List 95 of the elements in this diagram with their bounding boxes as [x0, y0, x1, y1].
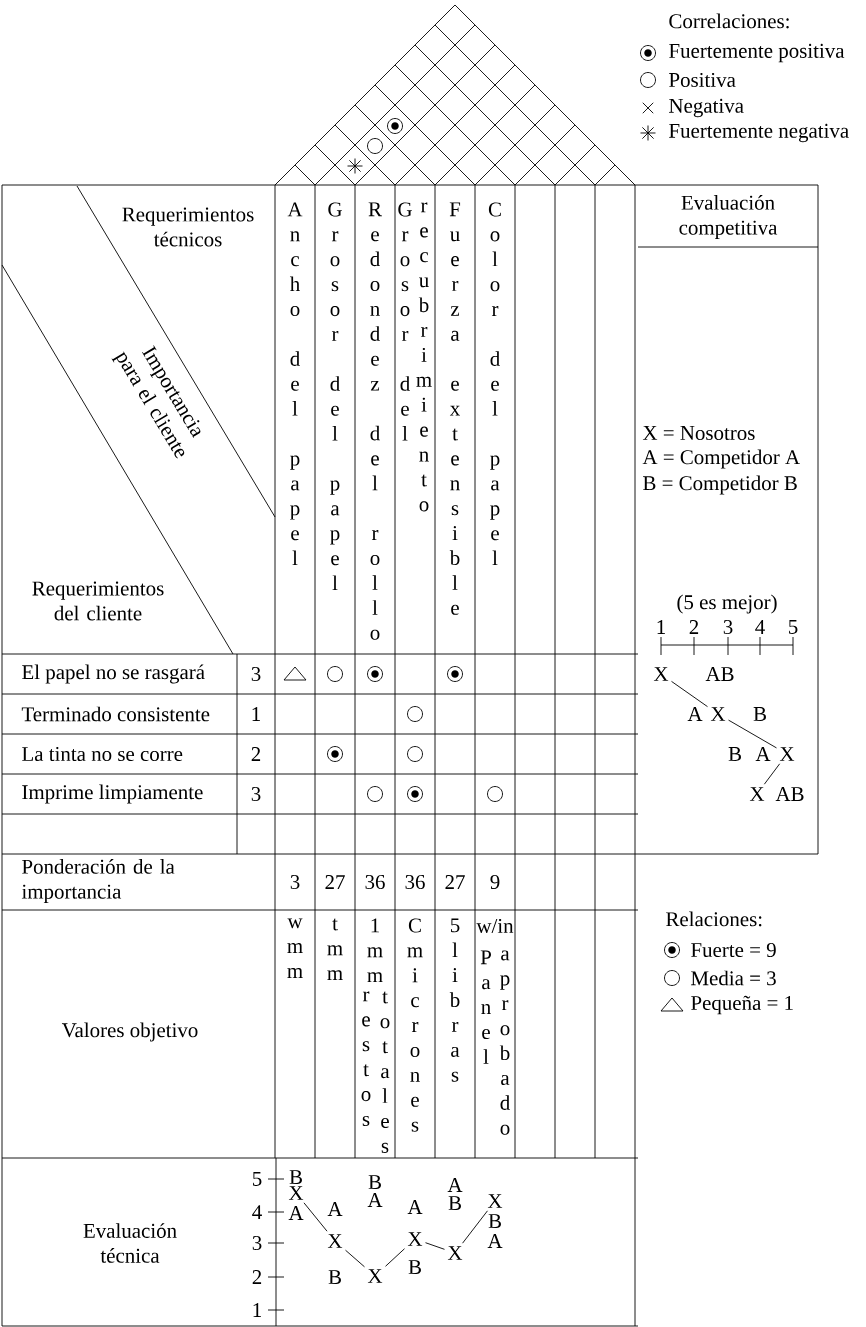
rating-letter: AB — [775, 787, 804, 801]
rating-mark: X — [653, 667, 669, 681]
rating-letter: A — [327, 1202, 343, 1216]
legend-label: Pequeña = 1 — [691, 995, 793, 1015]
connector-line — [462, 1210, 488, 1244]
connector-line — [385, 1248, 405, 1267]
importance-value: 3 — [251, 666, 261, 682]
header-label: Evaluación competitiva — [679, 195, 778, 239]
axis-number: 1 — [253, 1303, 261, 1317]
axis-number: 4 — [252, 1205, 262, 1219]
rating-letter: A — [755, 747, 771, 761]
key-text: X = Nosotros — [642, 426, 755, 440]
legend-title: Correlaciones: — [669, 13, 789, 29]
rating-letter: B — [368, 1175, 381, 1189]
legend-label: Media = 3 — [691, 970, 776, 986]
weight-value: 27 — [325, 875, 345, 889]
target-value: w/in — [476, 918, 514, 934]
rating-mark: X — [487, 1194, 503, 1208]
target-value: Panel — [480, 950, 491, 1064]
legend-label: Fuertemente negativa — [669, 123, 849, 143]
rating-mark: X — [288, 1186, 304, 1200]
legend-title: Relaciones: — [666, 911, 762, 927]
target-value: aprobado — [499, 950, 510, 1135]
column-header: Ancho del papel — [287, 202, 303, 565]
scale-number: 1 — [657, 620, 665, 634]
scale-number: 5 — [789, 620, 798, 634]
rating-letter: B — [448, 1196, 461, 1210]
target-value: w mm — [287, 918, 303, 978]
column-header: Fuerza extensible — [449, 202, 461, 615]
rating-mark: X — [749, 787, 765, 801]
rating-letter: B — [728, 747, 741, 761]
target-value: 5 libras — [449, 918, 460, 1082]
row-label: La tinta no se corre — [22, 746, 183, 762]
key-text: A = Competidor A — [642, 449, 800, 469]
scale-number: 2 — [689, 620, 699, 634]
rating-mark: X — [447, 1246, 463, 1260]
legend-label: Fuerte = 9 — [691, 942, 776, 958]
connector-line — [763, 763, 781, 785]
rating-letter: A — [447, 1178, 463, 1192]
target-value: restos — [361, 991, 371, 1127]
weight-value: 27 — [445, 875, 465, 889]
target-value: t mm — [327, 918, 343, 981]
rating-mark: X — [367, 1269, 383, 1283]
importance-value: 3 — [251, 786, 261, 802]
scale-number: 3 — [723, 619, 733, 635]
row-label: Valores objetivo — [61, 1022, 198, 1042]
column-header: Redondez del rollo — [368, 202, 382, 640]
column-header: Color del papel — [488, 202, 501, 565]
rating-letter: B — [408, 1260, 421, 1274]
rating-letter: B — [753, 707, 766, 721]
legend-label: Fuertemente positiva — [669, 43, 845, 63]
rating-letter: A — [288, 1206, 304, 1220]
row-label: Ponderación de la importancia — [21, 859, 175, 903]
rating-mark: X — [710, 707, 726, 721]
weight-value: 9 — [490, 874, 500, 890]
row-label: El papel no se rasgará — [22, 664, 205, 684]
key-text: B = Competidor B — [643, 475, 797, 495]
connector-line — [425, 1242, 445, 1250]
row-label: Evaluación técnica — [83, 1223, 177, 1263]
header-label: Requerimientos técnicos — [122, 207, 254, 247]
weight-value: 36 — [365, 874, 385, 890]
rating-letter: B — [328, 1270, 341, 1284]
rating-letter: AB — [705, 667, 734, 681]
connector-line — [728, 719, 777, 749]
column-header: Grosor del papel — [328, 202, 342, 590]
connector-line — [345, 1249, 365, 1268]
rating-letter: A — [407, 1200, 423, 1214]
column-header: recubrimiento — [416, 202, 432, 512]
weight-value: 3 — [290, 874, 300, 890]
connector-line — [303, 1202, 328, 1232]
axis-number: 3 — [252, 1236, 262, 1251]
rating-letter: B — [488, 1214, 501, 1228]
rating-letter: A — [367, 1193, 383, 1207]
row-label: Terminado consistente — [21, 706, 210, 722]
weight-value: 36 — [405, 874, 425, 890]
legend-label: Positiva — [669, 72, 736, 88]
rating-mark: X — [407, 1232, 423, 1246]
axis-number: 2 — [252, 1270, 262, 1284]
rating-letter: A — [687, 707, 703, 721]
row-label: Imprime limpiamente — [22, 784, 203, 804]
rating-letter: B — [289, 1170, 302, 1184]
header-label: Requerimientos del cliente — [32, 581, 164, 621]
target-value: totales — [380, 991, 390, 1153]
rating-letter: A — [487, 1234, 503, 1248]
column-header: Grosor del — [398, 202, 412, 441]
target-value: C micrones — [407, 918, 423, 1132]
importance-value: 1 — [252, 707, 260, 721]
scale-note: (5 es mejor) — [677, 594, 777, 614]
importance-value: 2 — [251, 747, 261, 761]
scale-number: 4 — [755, 620, 765, 634]
axis-number: 5 — [253, 1172, 262, 1186]
connector-line — [671, 680, 708, 708]
rating-mark: X — [327, 1234, 343, 1248]
legend-label: Negativa — [669, 98, 744, 118]
rating-mark: X — [779, 747, 795, 761]
